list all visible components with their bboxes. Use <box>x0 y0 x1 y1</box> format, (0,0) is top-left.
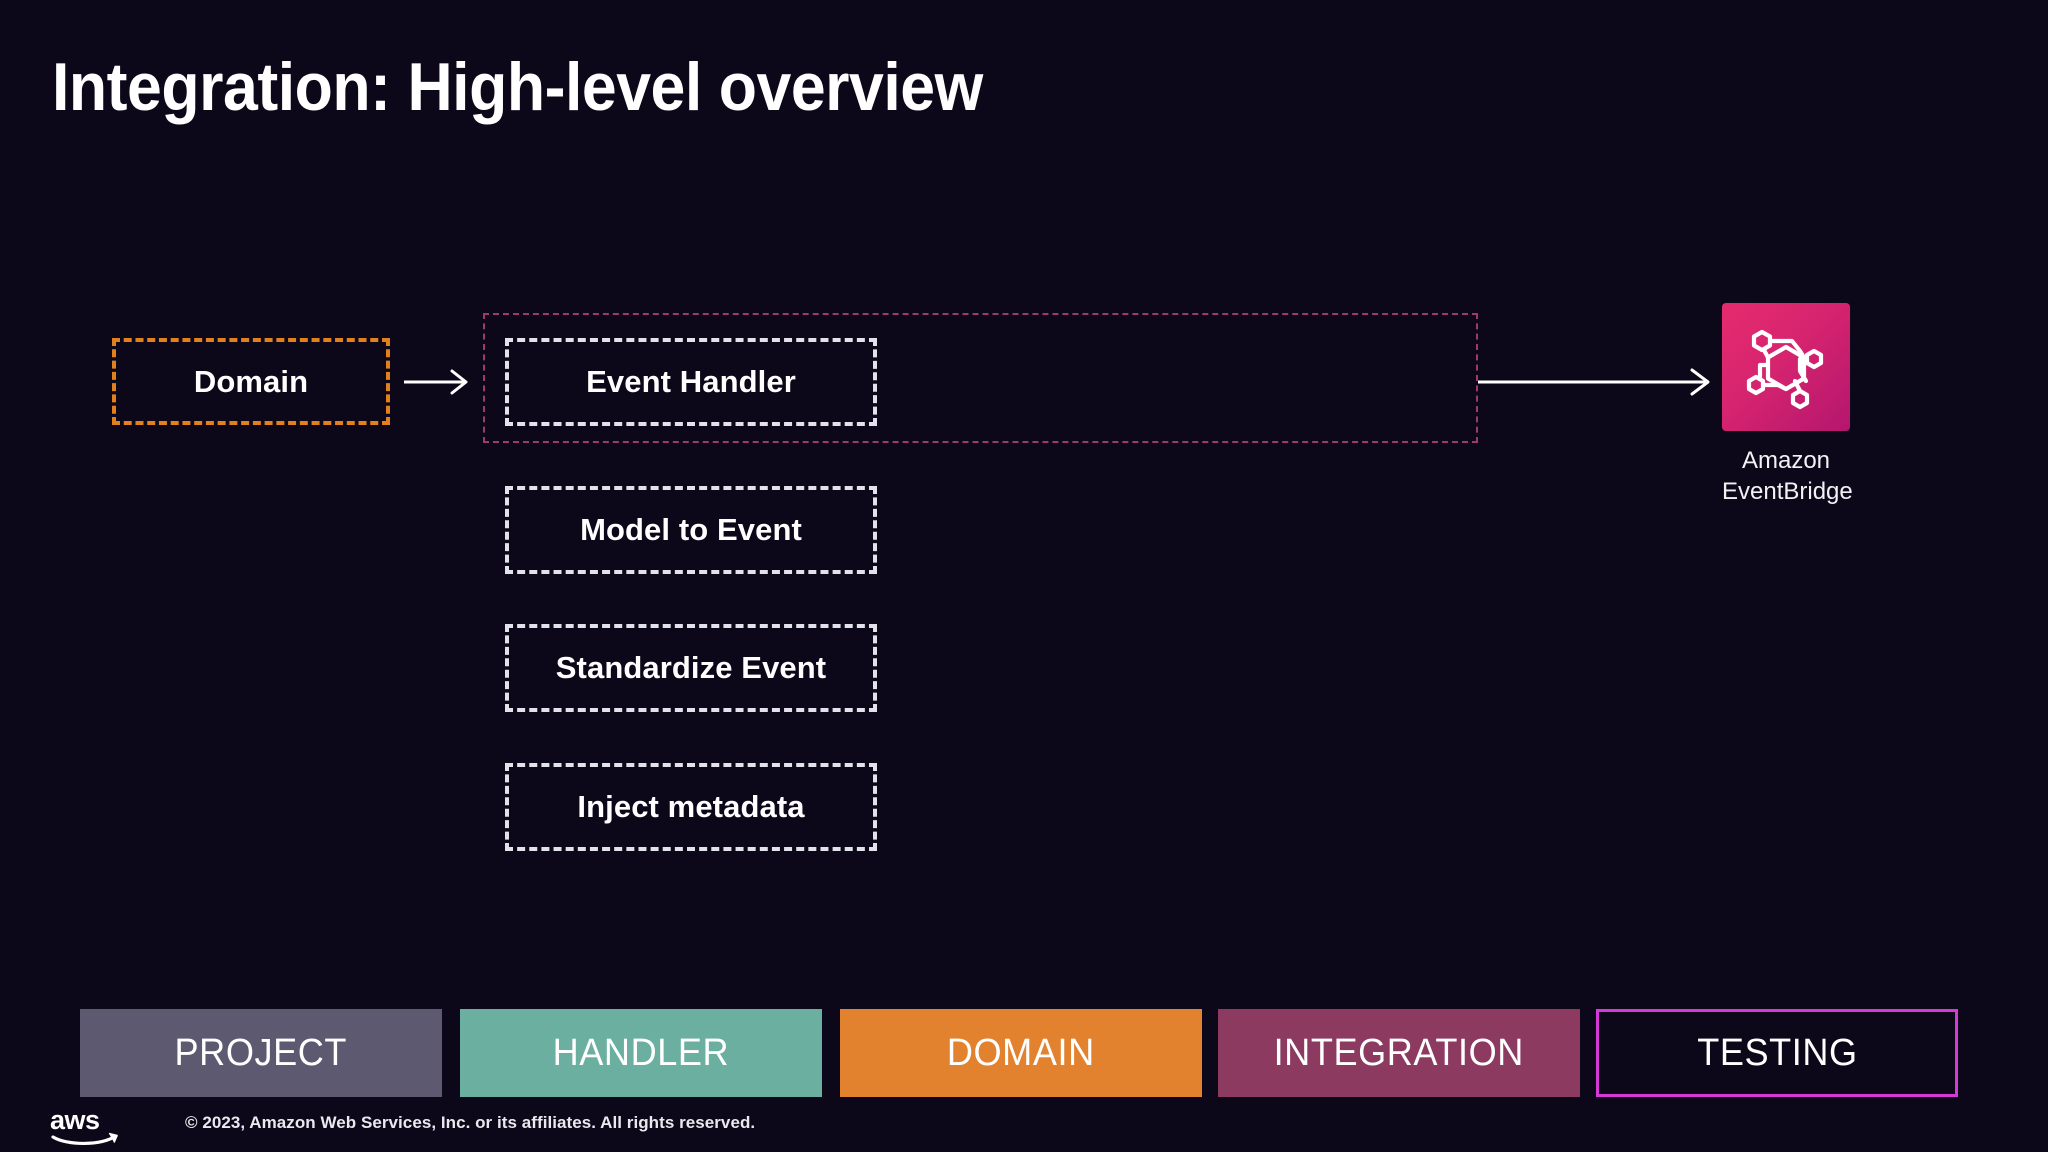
aws-logo: aws <box>50 1105 118 1145</box>
tab-label: DOMAIN <box>947 1031 1095 1074</box>
node-event-handler-label: Event Handler <box>586 364 796 399</box>
integration-boundary-group <box>483 313 1478 443</box>
service-eventbridge-label: Amazon EventBridge <box>1722 447 1853 505</box>
tab-handler[interactable]: HANDLER <box>460 1009 822 1097</box>
eventbridge-hexagon-network-icon <box>1746 329 1824 410</box>
copyright-text: © 2023, Amazon Web Services, Inc. or its… <box>185 1113 756 1132</box>
tab-domain[interactable]: DOMAIN <box>840 1009 1202 1097</box>
tab-label: HANDLER <box>552 1031 730 1074</box>
section-tabbar: PROJECT HANDLER DOMAIN INTEGRATION TESTING <box>0 1009 2048 1097</box>
tab-label: PROJECT <box>174 1031 348 1074</box>
node-model-to-event[interactable]: Model to Event <box>505 486 877 574</box>
page-title: Integration: High-level overview <box>52 49 983 125</box>
eventbridge-icon-tile <box>1722 303 1850 431</box>
arrow-group-to-eventbridge <box>1478 368 1710 396</box>
svg-text:aws: aws <box>50 1105 100 1135</box>
node-standardize-event[interactable]: Standardize Event <box>505 624 877 712</box>
tab-project[interactable]: PROJECT <box>80 1009 442 1097</box>
arrow-domain-to-handler <box>404 369 468 395</box>
node-inject-metadata[interactable]: Inject metadata <box>505 763 877 851</box>
node-domain[interactable]: Domain <box>112 338 390 425</box>
tab-label: INTEGRATION <box>1273 1031 1525 1074</box>
node-standardize-event-label: Standardize Event <box>555 650 827 685</box>
tab-testing[interactable]: TESTING <box>1596 1009 1958 1097</box>
service-eventbridge[interactable]: Amazon EventBridge <box>1722 303 1853 507</box>
tab-label: TESTING <box>1696 1031 1858 1074</box>
node-model-to-event-label: Model to Event <box>580 512 802 547</box>
node-event-handler[interactable]: Event Handler <box>505 338 877 426</box>
node-inject-metadata-label: Inject metadata <box>577 789 805 824</box>
tab-integration[interactable]: INTEGRATION <box>1218 1009 1580 1097</box>
architecture-diagram: Domain Event Handler Model to Event Stan… <box>112 303 1853 851</box>
node-domain-label: Domain <box>193 363 309 399</box>
